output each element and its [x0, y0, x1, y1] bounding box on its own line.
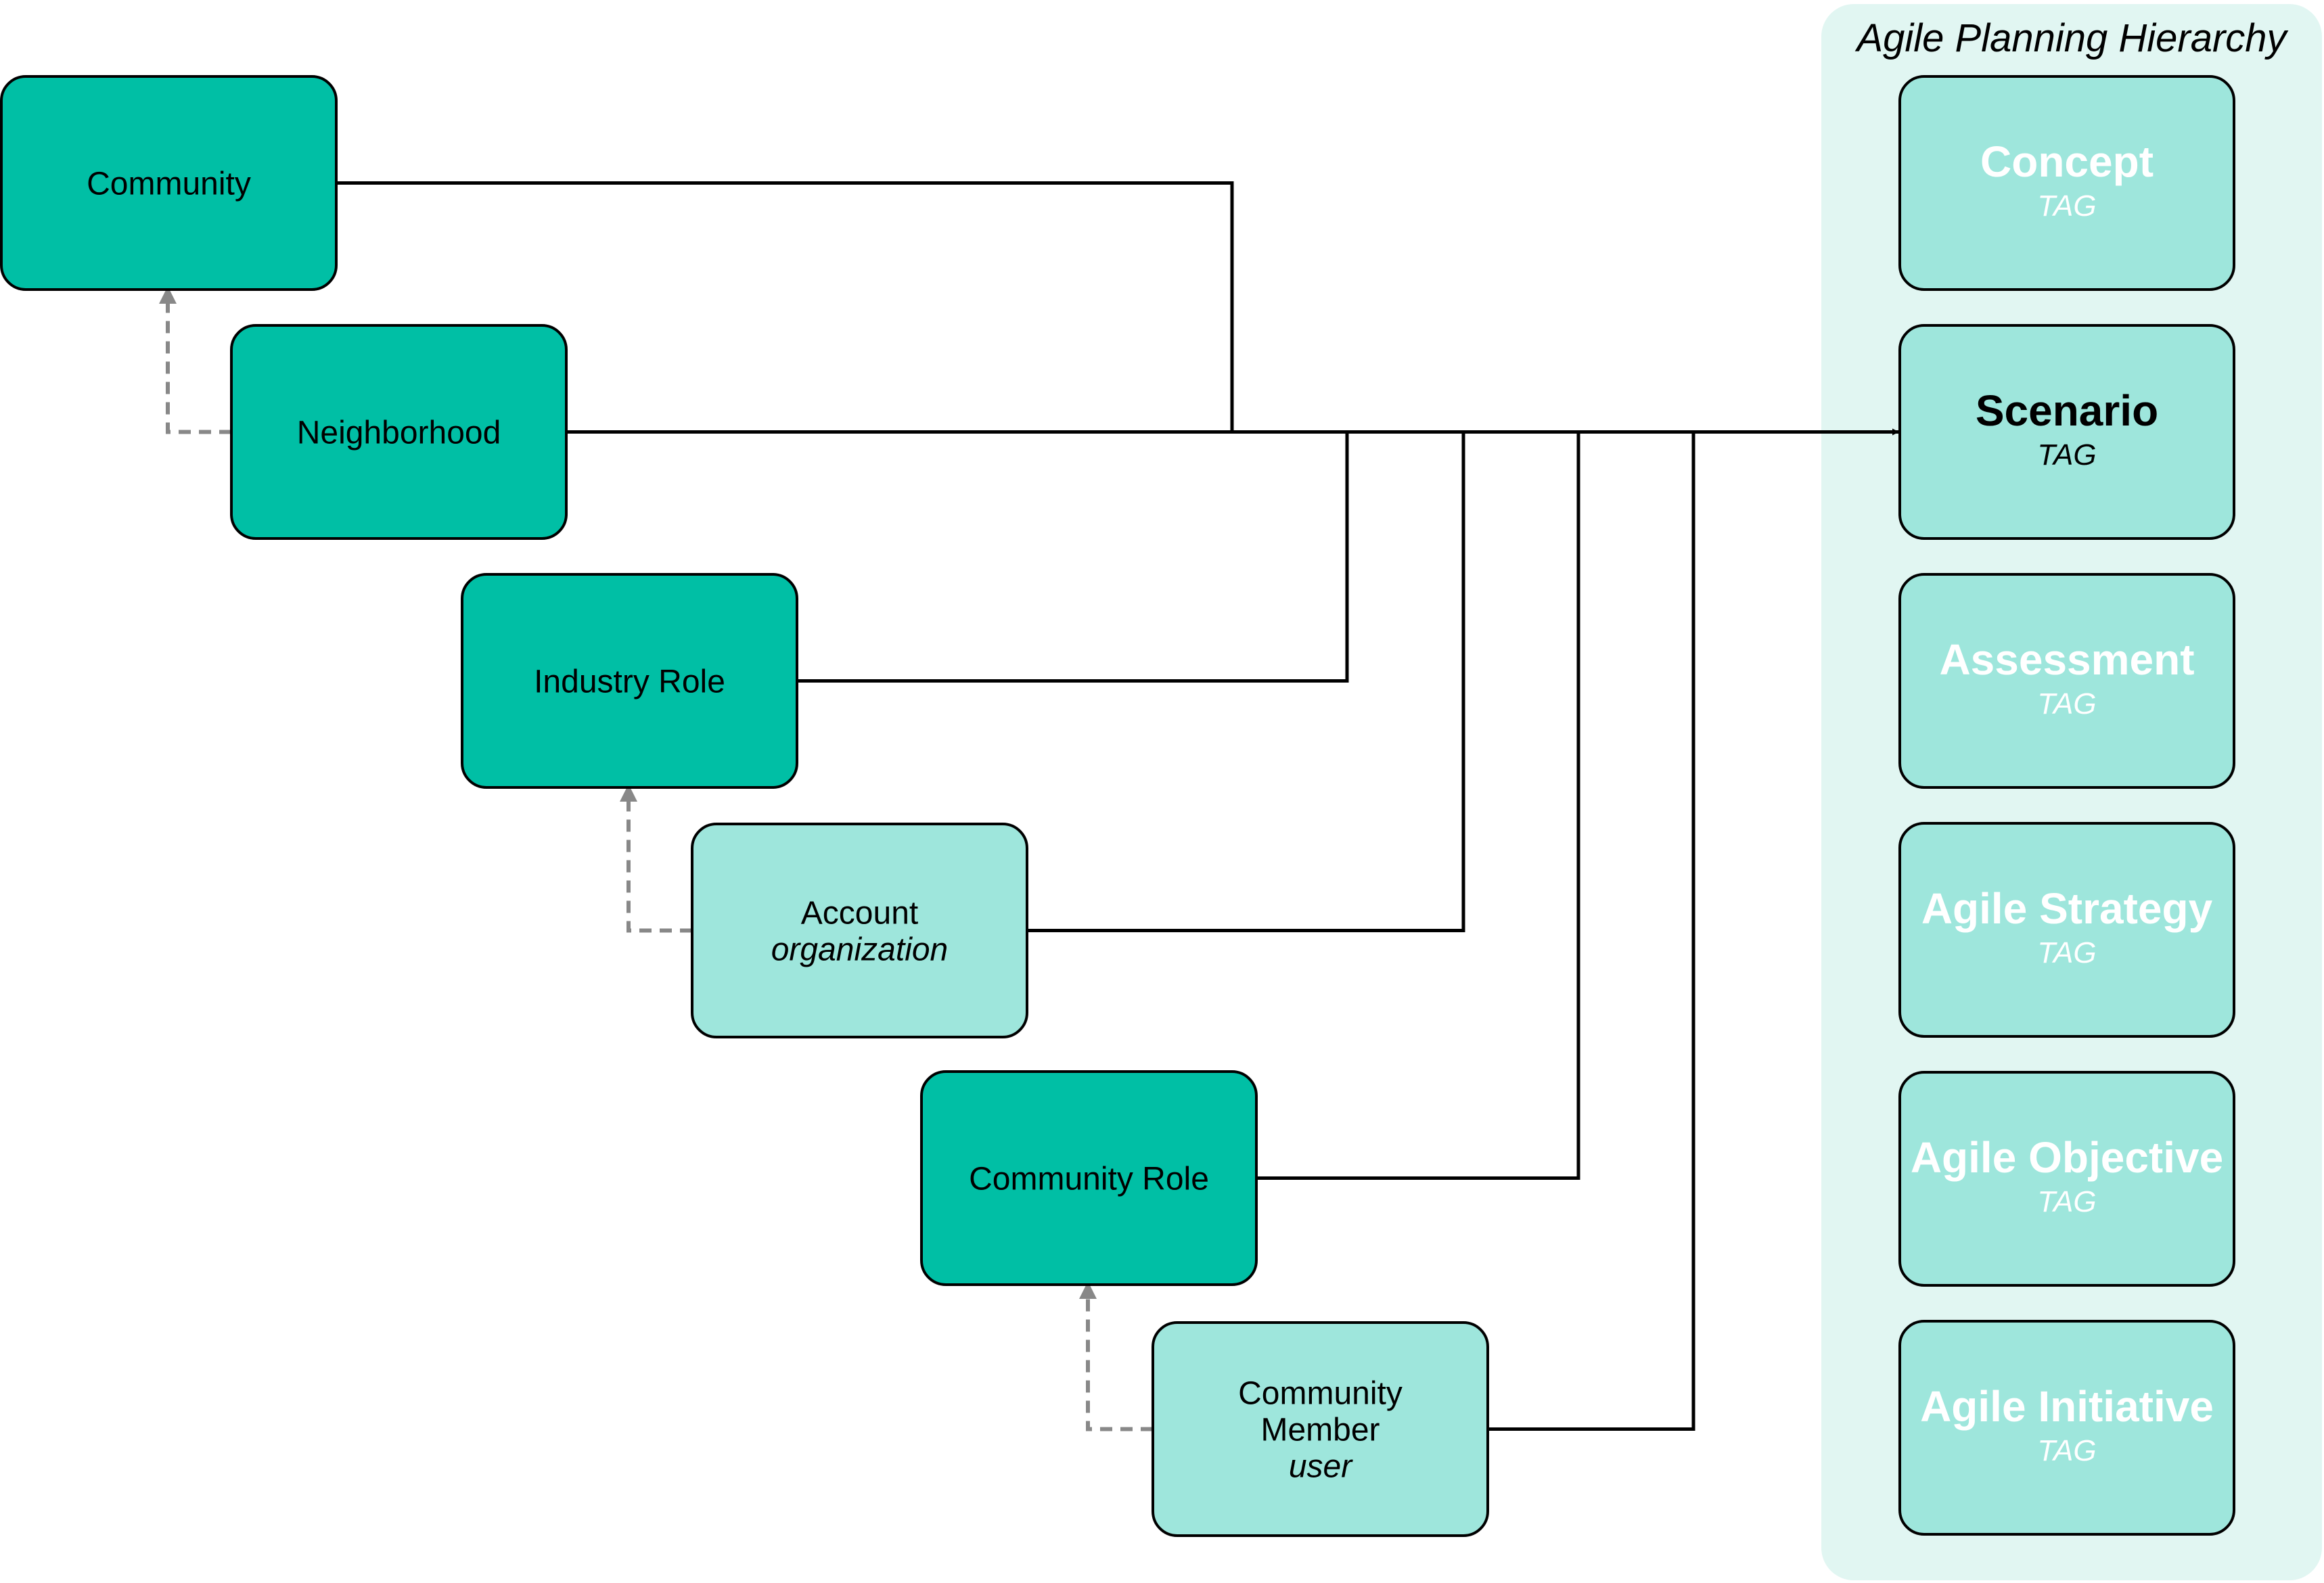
tag-subtitle: TAG — [2037, 1434, 2096, 1467]
tag-title: Assessment — [1939, 635, 2194, 684]
tag-title: Scenario — [1976, 386, 2158, 435]
industry-role-box: Industry Role — [461, 573, 798, 789]
tag-subtitle: TAG — [2037, 936, 2096, 969]
entity-box-shape — [0, 75, 338, 291]
entity-label: Community — [1238, 1376, 1403, 1412]
tag-boxes: ConceptTAGScenarioTAGAssessmentTAGAgile … — [1898, 75, 2235, 1536]
community-box: Community — [0, 75, 338, 291]
connector-account-to-scenario — [1027, 432, 1465, 932]
tag-box-shape — [1898, 822, 2235, 1038]
entity-box-shape — [230, 324, 568, 540]
tag-title: Concept — [1980, 137, 2154, 186]
entity-label: Neighborhood — [297, 415, 501, 451]
entity-label: Industry Role — [534, 664, 725, 700]
entity-label: Community Role — [969, 1162, 1209, 1197]
dashed-connector-account-to-industry-role — [620, 784, 692, 933]
entity-label: Community — [87, 166, 251, 202]
connector-community-member-to-scenario — [1488, 432, 1695, 1431]
tag-subtitle: TAG — [2037, 687, 2096, 720]
connector-industry-role-to-scenario — [797, 432, 1349, 683]
tag-box-shape — [1898, 324, 2235, 540]
tag-title: Agile Initiative — [1920, 1382, 2214, 1431]
connectors — [159, 181, 1899, 1431]
entity-label: Member — [1260, 1413, 1380, 1448]
tag-box-shape — [1898, 1320, 2235, 1536]
connector-community-role-to-scenario — [1256, 432, 1580, 1180]
entity-box-shape — [461, 573, 798, 789]
entity-box-shape — [920, 1070, 1258, 1286]
entity-label: Account — [801, 896, 918, 932]
tag-subtitle: TAG — [2037, 1185, 2096, 1218]
entity-label: user — [1289, 1449, 1353, 1485]
dashed-connector-community-member-to-community-role — [1079, 1281, 1153, 1431]
tag-subtitle: TAG — [2037, 189, 2096, 223]
entity-box-shape — [691, 823, 1028, 1038]
community-role-box: Community Role — [920, 1070, 1258, 1286]
tag-title: Agile Strategy — [1921, 884, 2213, 933]
neighborhood-box: Neighborhood — [230, 324, 568, 540]
tag-box-shape — [1898, 75, 2235, 291]
dashed-connector-neighborhood-to-community — [159, 286, 231, 434]
connector-community-to-scenario — [336, 181, 1234, 432]
tag-box-shape — [1898, 573, 2235, 789]
tag-box-shape — [1898, 1071, 2235, 1287]
panel-title: Agile Planning Hierarchy — [1854, 16, 2288, 60]
entity-box-shape — [1152, 1321, 1489, 1537]
entity-label: organization — [771, 932, 949, 968]
tag-subtitle: TAG — [2037, 438, 2096, 472]
tag-title: Agile Objective — [1911, 1133, 2223, 1182]
